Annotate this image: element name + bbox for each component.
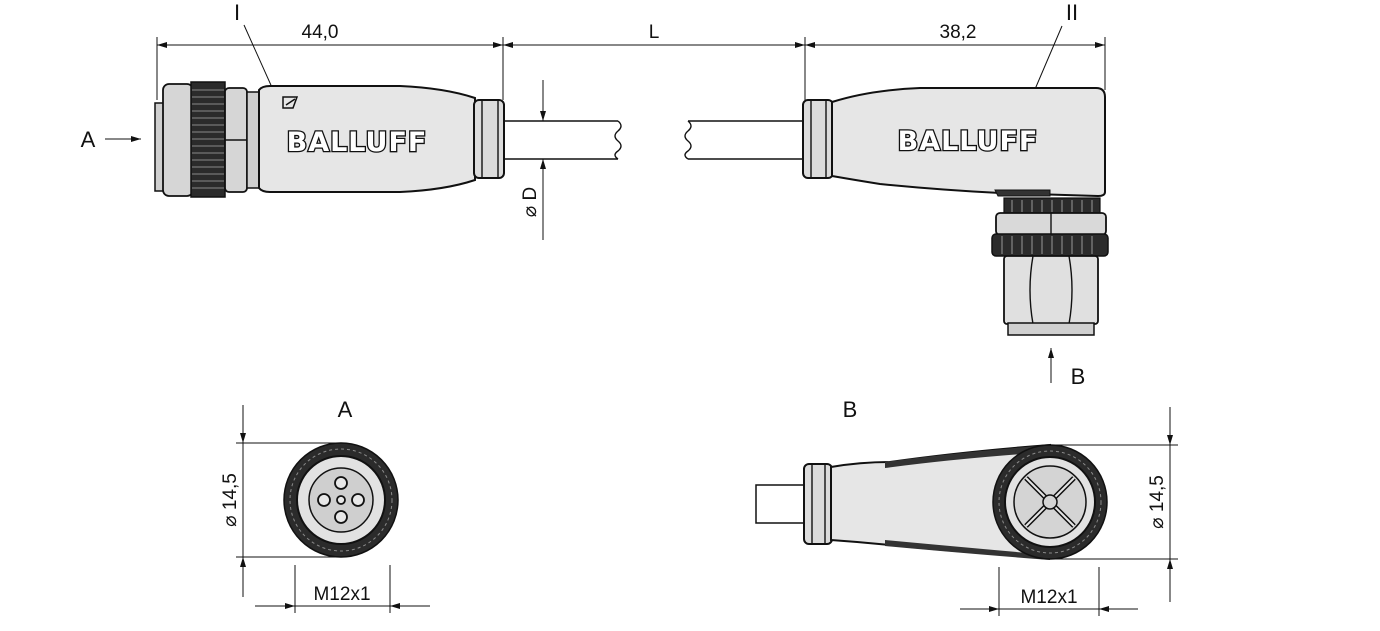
angled-connector-ii: BALLUFF: [802, 87, 1109, 336]
view-a-diameter: ⌀ 14,5: [220, 473, 241, 527]
view-a-thread: M12x1: [313, 584, 370, 605]
dim-cable-diameter: ⌀ D: [520, 187, 541, 217]
view-b-title: B: [843, 397, 858, 422]
straight-connector-i: BALLUFF: [154, 81, 505, 198]
view-a: A ⌀ 14,5 M12x1: [220, 397, 430, 613]
dim-cable-length: L: [649, 22, 660, 43]
brand-logo-left: BALLUFF: [287, 127, 428, 158]
view-a-title: A: [338, 397, 353, 422]
view-b-thread: M12x1: [1020, 587, 1077, 608]
dim-left-length: 44,0: [302, 22, 339, 43]
view-arrow-a-label: A: [81, 127, 96, 152]
view-arrow-b-label: B: [1071, 364, 1086, 389]
cable: ⌀ D: [504, 80, 805, 240]
view-arrow-b: B: [1048, 348, 1086, 389]
dim-right-length: 38,2: [940, 22, 977, 43]
view-b: B ⌀ 14,5 M12x1: [755, 397, 1178, 616]
label-i: I: [234, 0, 240, 25]
label-ii: II: [1066, 0, 1078, 25]
view-b-diameter: ⌀ 14,5: [1147, 475, 1168, 529]
brand-logo-right: BALLUFF: [898, 126, 1039, 157]
view-arrow-a: A: [81, 127, 141, 152]
